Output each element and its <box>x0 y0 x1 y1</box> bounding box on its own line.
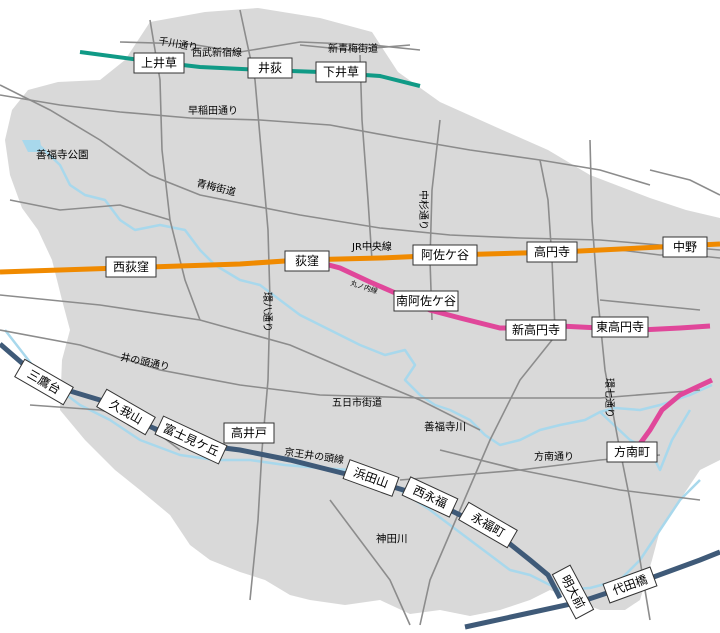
roads <box>0 9 720 626</box>
station-ogikubo: 荻窪 <box>284 250 330 272</box>
misc-road-3 <box>539 159 556 331</box>
station-koenji-box <box>526 241 578 263</box>
misc-road-2 <box>359 54 373 261</box>
station-takaido-box <box>223 422 275 444</box>
road-label-shin-ome: 新青梅街道 <box>328 42 378 55</box>
station-hamadayama: 浜田山 <box>342 459 400 497</box>
station-ogikubo-box <box>284 250 330 272</box>
road-label-waseda: 早稲田通り <box>188 105 238 117</box>
road-label-jr-chuo: JR中央線 <box>351 240 392 253</box>
station-asagaya-box <box>412 244 478 266</box>
station-hamadayama-box <box>342 459 400 497</box>
station-nishieifuku-box <box>401 476 459 518</box>
station-asagaya: 阿佐ケ谷 <box>412 244 478 266</box>
station-nakano: 中野 <box>662 236 708 258</box>
station-yoyogi-uehara-box <box>602 566 658 604</box>
station-honancho: 方南町 <box>606 441 658 463</box>
station-shin-koenji: 新高円寺 <box>505 319 567 341</box>
station-ogikubo-label: 荻窪 <box>295 253 319 268</box>
station-nishiogikubo-box <box>105 256 157 278</box>
station-minami-asagaya-label: 南阿佐ケ谷 <box>396 293 456 308</box>
station-eifukucho-box <box>458 501 518 549</box>
waseda-road <box>0 94 651 186</box>
station-minami-asagaya: 南阿佐ケ谷 <box>393 290 459 312</box>
station-minami-asagaya-box <box>393 290 459 312</box>
station-kugayama-box <box>96 388 156 436</box>
inokashira-road <box>0 329 701 399</box>
road-label-honan: 方南通り <box>534 450 574 463</box>
misc-road-10 <box>439 449 701 501</box>
station-nishiogikubo: 西荻窪 <box>105 256 157 278</box>
road-label-seibu-shinjuku: 西武新宿線 <box>192 46 242 59</box>
senkawa-road <box>119 41 421 53</box>
station-shimoigusa-label: 下井草 <box>323 65 359 79</box>
station-takaido: 高井戸 <box>223 422 275 444</box>
misc-road-9 <box>599 299 701 311</box>
zenpukuji-river-line <box>39 145 713 447</box>
road-label-itsukaichi: 五日市街道 <box>332 396 382 409</box>
misc-road-6 <box>419 329 561 626</box>
station-honancho-label: 方南町 <box>614 444 650 459</box>
label-kanda-river: 神田川 <box>376 532 408 545</box>
river-labels: 善福寺公園 善福寺川 神田川 <box>36 148 466 545</box>
station-shimoigusa-box <box>315 61 367 83</box>
station-iogi-box <box>247 57 293 79</box>
station-kamiigusa-label: 上井草 <box>141 56 177 70</box>
station-meidaimae-box <box>551 564 595 620</box>
station-honancho-box <box>606 441 658 463</box>
road-label-nakasugi: 中杉通り <box>417 190 430 230</box>
station-higashi-koenji: 東高円寺 <box>591 316 649 338</box>
label-zenpukuji-river: 善福寺川 <box>424 420 466 433</box>
misc-road-5 <box>9 199 171 221</box>
nakasugi-road <box>429 119 441 321</box>
station-iogi-label: 井荻 <box>258 61 282 75</box>
kanpachi-road <box>239 9 271 601</box>
station-shin-koenji-box <box>505 319 567 341</box>
zenpukuji-pond <box>22 140 42 152</box>
misc-road-8 <box>649 169 720 196</box>
station-fujimigaoka-box <box>154 415 228 465</box>
station-higashi-koenji-label: 東高円寺 <box>596 319 644 334</box>
station-shin-koenji-label: 新高円寺 <box>512 322 560 337</box>
station-nishiogikubo-label: 西荻窪 <box>113 259 149 274</box>
ward-area <box>5 8 720 616</box>
station-asagaya-label: 阿佐ケ谷 <box>421 248 469 262</box>
station-shimoigusa: 下井草 <box>315 61 367 83</box>
station-kamiigusa: 上井草 <box>133 52 185 74</box>
station-higashi-koenji-box <box>591 316 649 338</box>
station-koenji-label: 高円寺 <box>534 244 570 259</box>
station-takaido-label: 高井戸 <box>231 425 267 440</box>
label-zenpukuji-park: 善福寺公園 <box>36 148 89 161</box>
itsukaichi-road <box>0 294 481 431</box>
station-labels: 上井草 井荻 下井草 西荻窪 荻窪 阿佐ケ谷 高円寺 中野 南阿佐ケ谷 新高円寺… <box>14 52 708 620</box>
kanana-road <box>589 139 651 621</box>
station-mitakadai-box <box>14 358 74 406</box>
marunouchi-branch-line <box>631 377 714 454</box>
jr-chuo-line <box>0 241 720 275</box>
misc-road-11 <box>329 499 411 626</box>
station-koenji: 高円寺 <box>526 241 578 263</box>
shin-ome-road <box>299 44 411 51</box>
station-kamiigusa-box <box>133 52 185 74</box>
road-label-kanana: 環七通り <box>603 378 615 418</box>
station-iogi: 井荻 <box>247 57 293 79</box>
ome-road <box>0 84 720 251</box>
road-label-kanpachi: 環八通り <box>261 292 273 332</box>
station-nakano-box <box>662 236 708 258</box>
station-nakano-label: 中野 <box>673 239 697 254</box>
